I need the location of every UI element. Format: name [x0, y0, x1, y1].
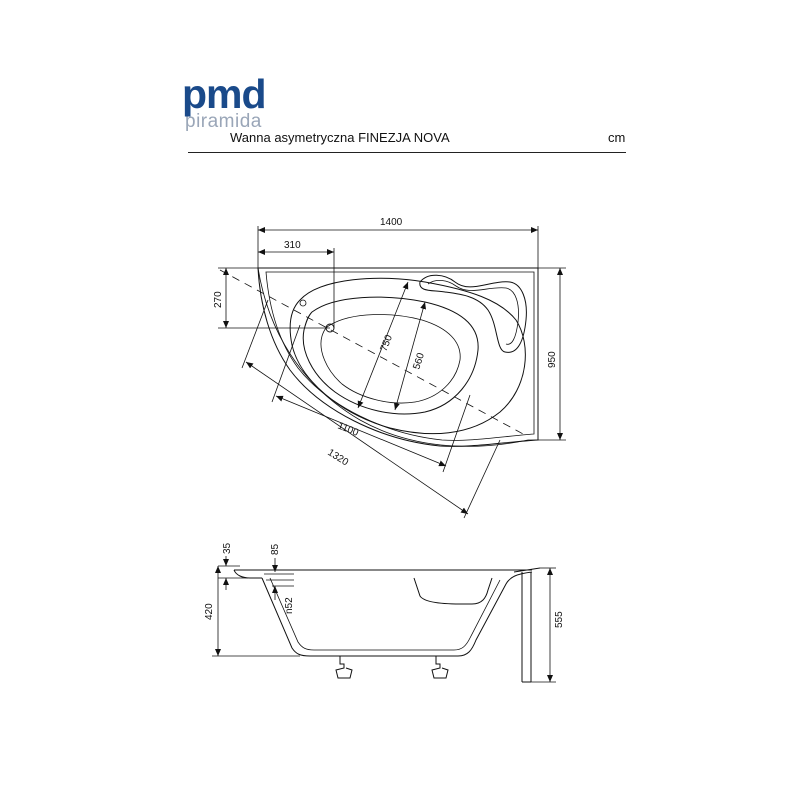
dim-left-depth: 270 [213, 291, 224, 308]
top-view: 1400 310 270 950 750 560 1100 1320 [213, 217, 566, 519]
dim-top-width: 1400 [380, 217, 403, 228]
dim-total-depth: 950 [547, 351, 558, 368]
dim-inner-width: 750 [379, 333, 396, 353]
unit-label: cm [608, 130, 626, 145]
center-line [219, 269, 526, 436]
bath-basin-outer [289, 277, 526, 435]
side-rim-edge [233, 569, 262, 579]
left-leg [335, 656, 353, 679]
tub-outer-rim-inner [265, 271, 535, 441]
dim-outer-length: 1320 [325, 447, 350, 468]
side-view: 35 85 420 n52 555 [204, 542, 565, 683]
dim-outer-length-line [245, 361, 469, 515]
bath-basin-bottom [320, 314, 461, 404]
right-leg [431, 656, 449, 679]
headrest-inner [427, 280, 519, 345]
dim-rim-height: 35 [222, 542, 233, 554]
dim-inner-depth: 560 [411, 351, 427, 371]
logo-subtitle: piramida [185, 111, 262, 132]
dim-inner-length: 1100 [336, 421, 360, 439]
side-shell-outer [261, 571, 533, 657]
side-headrest [413, 577, 493, 605]
header-rule [188, 152, 626, 153]
dim-total-height: 555 [554, 611, 565, 628]
logo-brand: pmd [182, 71, 267, 117]
dim-inner-length-line [275, 395, 447, 467]
pmd-logo: pmd piramida [182, 72, 322, 132]
dim-offset-left: 310 [284, 240, 301, 251]
dim-side-height: 420 [204, 603, 215, 620]
headrest [419, 274, 527, 353]
page-title: Wanna asymetryczna FINEZJA NOVA [230, 130, 450, 145]
side-shell-inner [269, 577, 501, 651]
dim-drain-offset: 85 [270, 543, 281, 555]
overflow-icon [299, 299, 307, 307]
apron-curve [257, 267, 529, 447]
dim-drain-diameter: n52 [284, 597, 295, 614]
